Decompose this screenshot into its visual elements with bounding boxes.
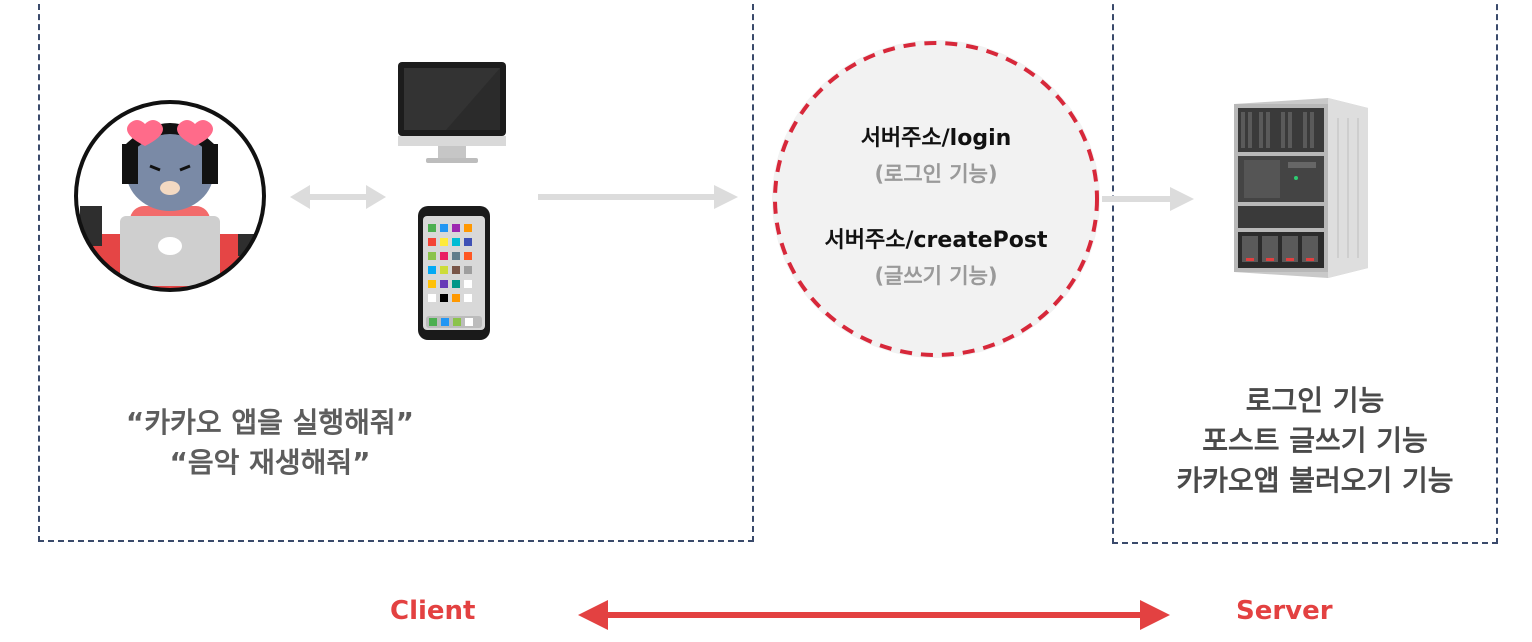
endpoint-post-path: 서버주소/createPost xyxy=(824,228,1048,253)
client-quote-line-2: “음악 재생해줘” xyxy=(169,446,371,479)
endpoint-login-path: 서버주소/login xyxy=(860,126,1012,151)
endpoint-circle xyxy=(772,40,1100,358)
server-label: Server xyxy=(1236,596,1333,626)
client-area-box xyxy=(38,0,754,542)
client-label: Client xyxy=(390,596,476,626)
endpoint-circle-border xyxy=(773,41,1099,357)
monitor-icon xyxy=(398,62,506,163)
client-quote-line-1: “카카오 앱을 실행해줘” xyxy=(125,406,415,439)
server-feature-3: 카카오앱 불러오기 기능 xyxy=(1176,464,1454,497)
smartphone-icon xyxy=(418,206,490,340)
server-feature-1: 로그인 기능 xyxy=(1245,384,1385,417)
endpoint-login-desc: (로그인 기능) xyxy=(874,162,998,186)
client-to-endpoint-arrow xyxy=(538,185,738,209)
server-rack-icon xyxy=(1234,98,1368,278)
client-server-double-arrow xyxy=(578,600,1170,630)
user-avatar-illustration-icon xyxy=(74,100,266,292)
user-device-double-arrow xyxy=(290,185,386,209)
server-area-box xyxy=(1112,0,1498,544)
endpoint-post-desc: (글쓰기 기능) xyxy=(874,264,998,288)
endpoint-to-server-arrow xyxy=(1102,187,1194,211)
server-feature-2: 포스트 글쓰기 기능 xyxy=(1202,424,1428,457)
